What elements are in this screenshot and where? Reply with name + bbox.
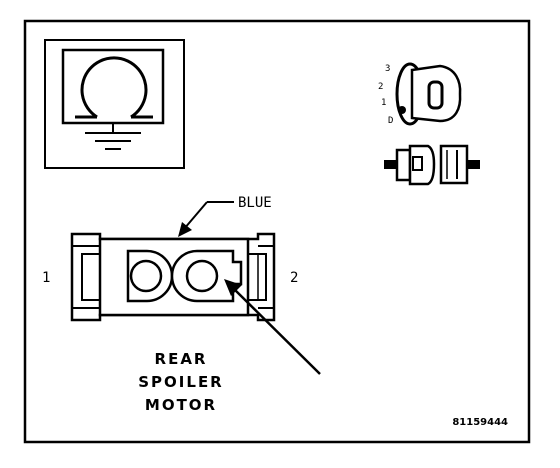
figure-id: 81159444 [452,417,508,428]
pin-2-label: 2 [290,270,298,286]
wire-color-callout: BLUE [178,195,272,237]
terminal-pointer-arrow [224,279,321,375]
key-position-2: 2 [378,82,383,92]
ohmmeter-icon [44,39,185,169]
wire-color-label: BLUE [238,195,272,211]
key-position-d: D [388,116,393,126]
component-name-line3: MOTOR [145,396,217,414]
ignition-key-icon: 3 2 1 D [378,62,462,126]
diagram-frame [23,19,531,444]
component-name-line1: REAR [155,350,208,368]
component-name-line2: SPOILER [138,373,223,391]
connector-disconnected-icon [384,144,480,186]
connector-body [70,232,276,322]
terminal-1 [129,259,163,293]
terminal-2 [185,259,219,293]
key-position-1: 1 [381,98,386,108]
key-position-3: 3 [385,64,390,74]
pin-1-label: 1 [42,270,50,286]
